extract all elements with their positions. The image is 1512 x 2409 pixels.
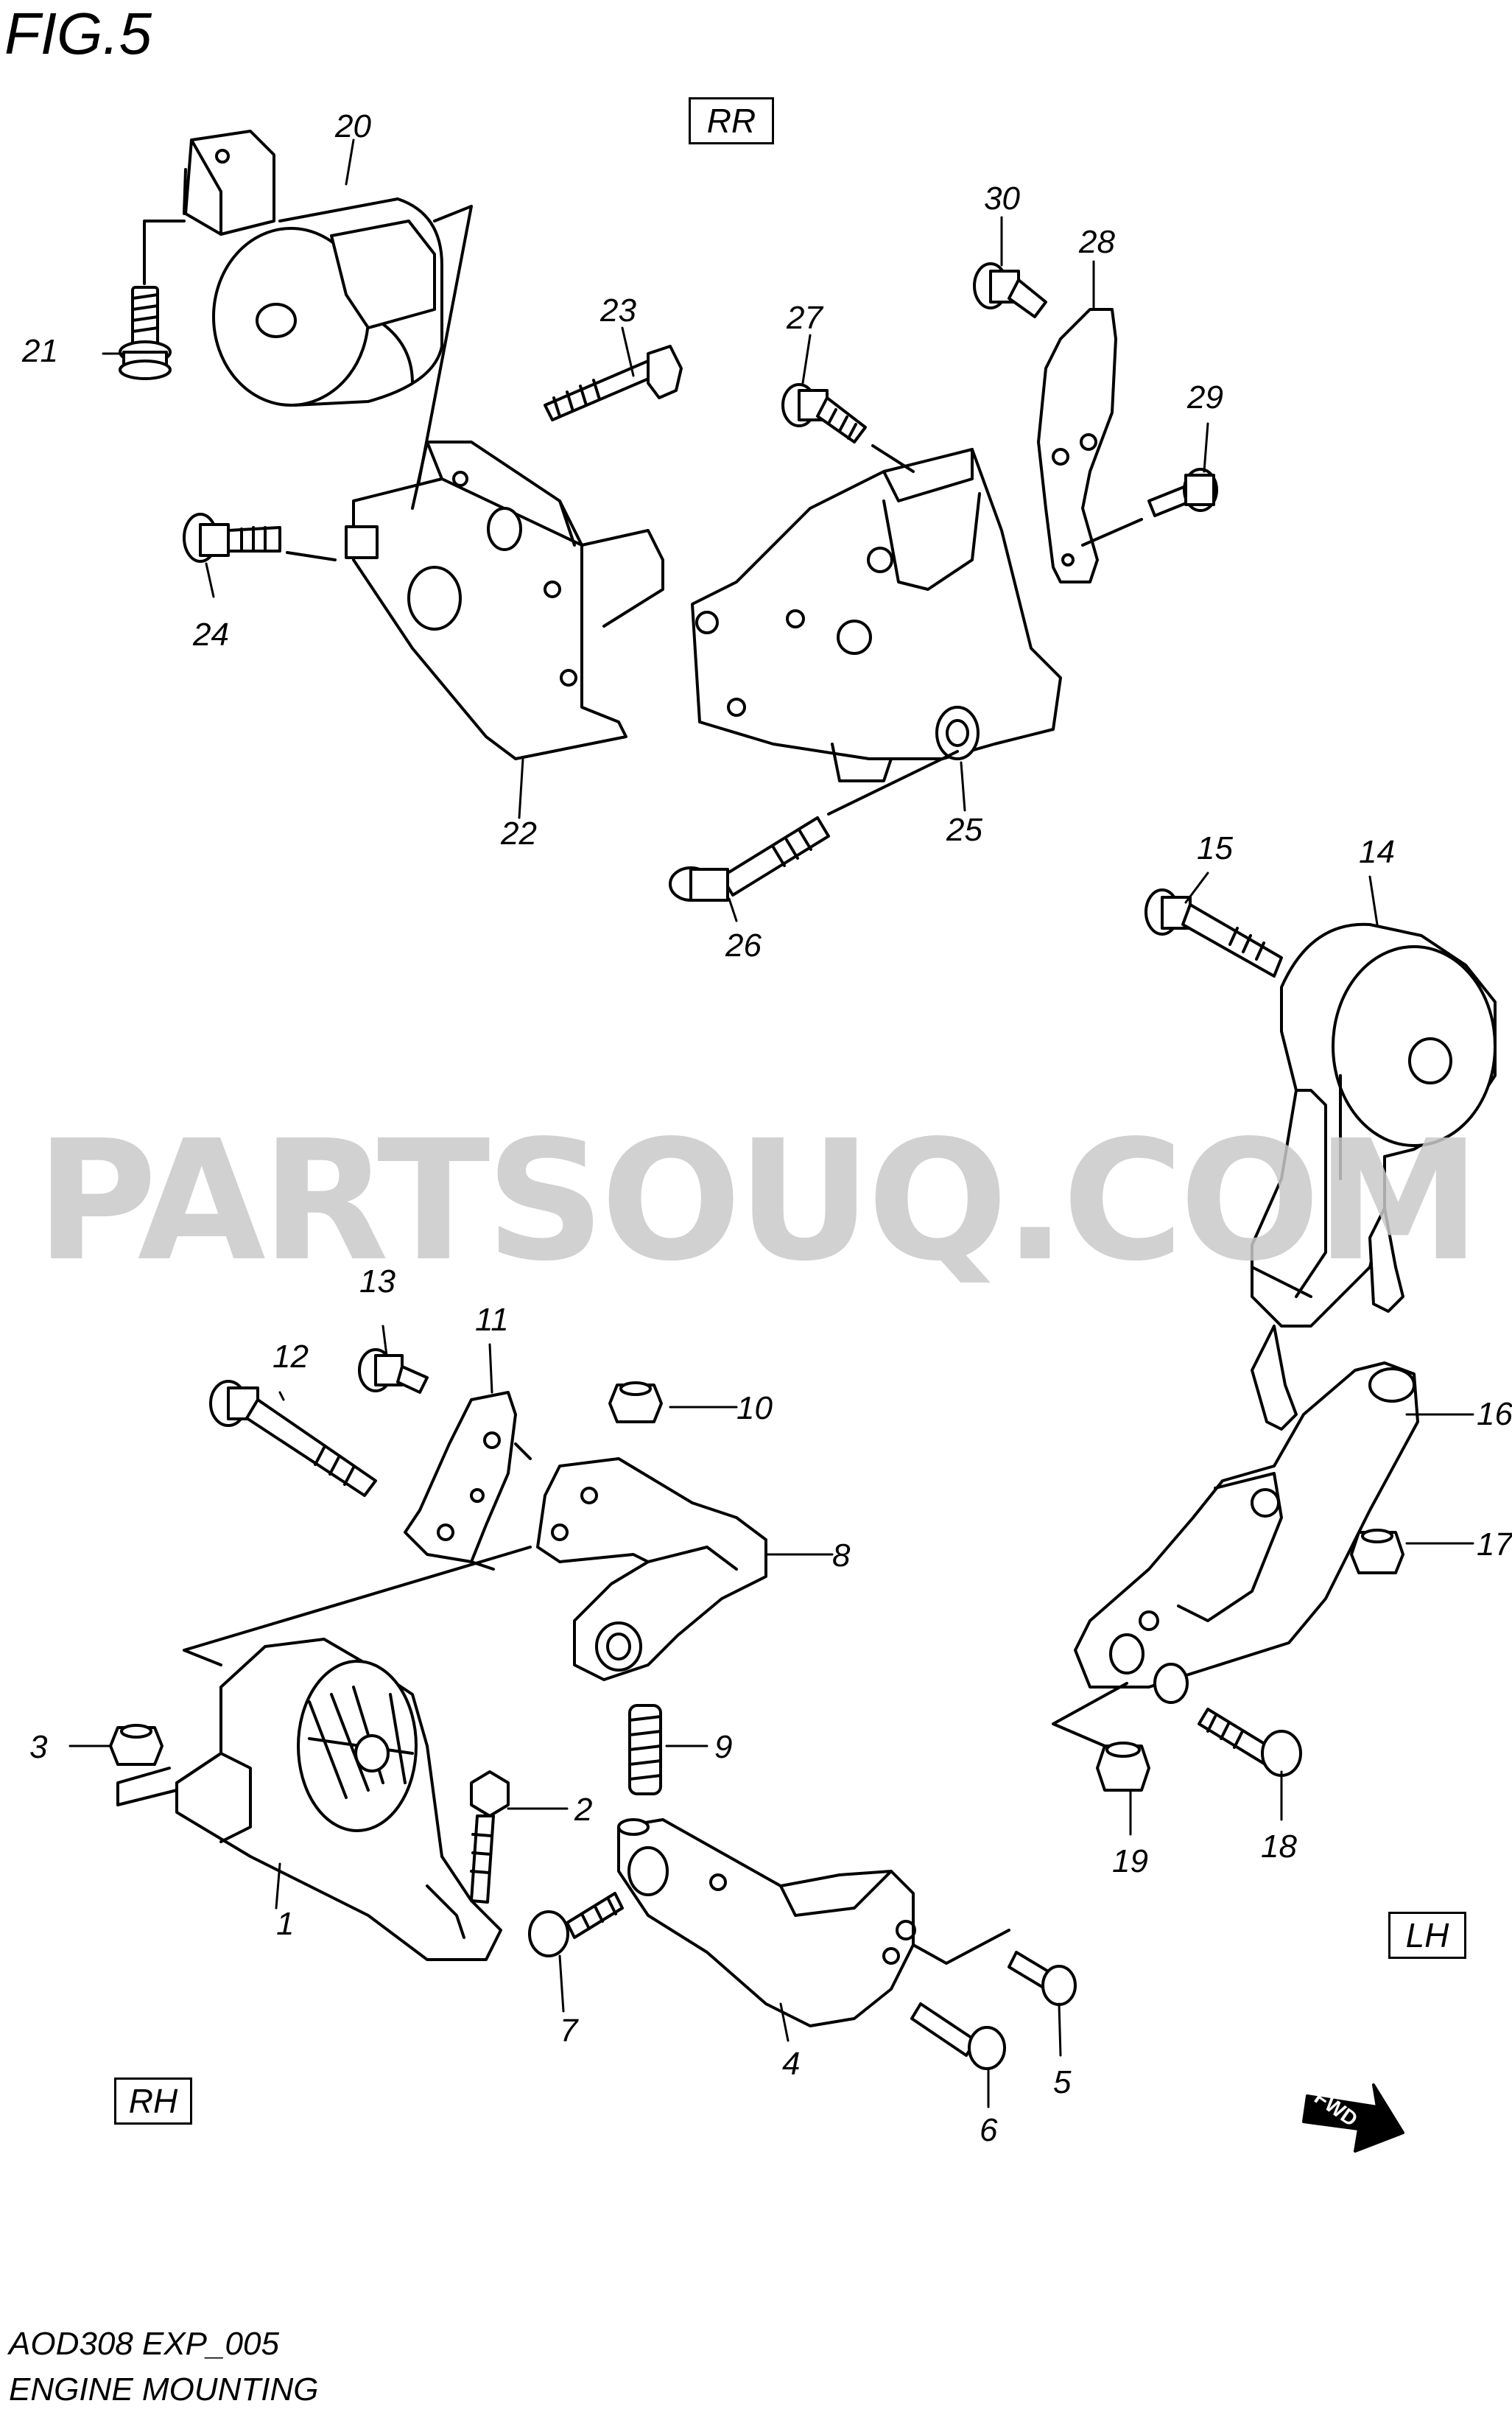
rear-mount-insulator-20[interactable] (183, 130, 443, 407)
callout-27[interactable]: 27 (787, 300, 823, 336)
bracket-11[interactable] (404, 1391, 517, 1563)
bolt-15[interactable] (1144, 888, 1283, 978)
bracket-16[interactable] (1074, 1361, 1419, 1704)
bolt-5[interactable] (1008, 1951, 1077, 2006)
bracket-4[interactable] (617, 1818, 916, 2027)
figure-title: ENGINE MOUNTING (9, 2371, 319, 2408)
section-label-lh: LH (1388, 1912, 1466, 1959)
callout-16[interactable]: 16 (1477, 1396, 1512, 1432)
callout-23[interactable]: 23 (600, 292, 636, 329)
callout-leader-lines (68, 138, 1474, 2108)
callout-9[interactable]: 9 (714, 1729, 733, 1765)
callout-6[interactable]: 6 (980, 2112, 998, 2148)
leader-line-24 (286, 551, 337, 561)
callout-5[interactable]: 5 (1053, 2064, 1072, 2100)
bolt-26[interactable] (669, 816, 830, 902)
engine-mount-14[interactable] (1251, 922, 1497, 1431)
callout-11[interactable]: 11 (475, 1302, 509, 1338)
leader-line-1 (116, 1546, 532, 1806)
bracket-8[interactable] (536, 1457, 767, 1681)
leader-line-29 (1081, 518, 1143, 547)
callout-1[interactable]: 1 (276, 1906, 295, 1942)
leader-line-19 (1052, 1682, 1128, 1747)
bolt-21[interactable] (119, 286, 172, 380)
leader-line-5 (912, 1929, 1010, 1965)
callout-21[interactable]: 21 (22, 333, 58, 369)
figure-code: AOD308 EXP_005 (9, 2326, 279, 2362)
callout-22[interactable]: 22 (501, 816, 537, 852)
bolt-30[interactable] (973, 262, 1047, 318)
callout-18[interactable]: 18 (1261, 1828, 1297, 1865)
leader-line-26 (827, 750, 959, 816)
callout-28[interactable]: 28 (1079, 224, 1115, 260)
bolt-6[interactable] (910, 2002, 1006, 2070)
nut-17[interactable] (1350, 1529, 1404, 1574)
stud-9[interactable] (628, 1704, 662, 1795)
bracket-25[interactable] (691, 448, 1062, 782)
callout-26[interactable]: 26 (725, 928, 762, 964)
bolt-18[interactable] (1198, 1708, 1302, 1777)
callout-24[interactable]: 24 (193, 617, 229, 653)
callout-17[interactable]: 17 (1477, 1526, 1512, 1563)
bolt-7[interactable] (528, 1892, 624, 1957)
callout-15[interactable]: 15 (1197, 830, 1233, 866)
nut-3[interactable] (109, 1724, 163, 1766)
figure-label: FIG.5 (4, 1, 152, 66)
bolt-27[interactable] (781, 383, 867, 443)
callout-4[interactable]: 4 (782, 2046, 801, 2082)
watermark: PARTSOUQ.COM (35, 1105, 1480, 1298)
leader-line-21-to-20 (143, 205, 473, 517)
section-label-rh: RH (114, 2077, 192, 2125)
callout-12[interactable]: 12 (272, 1339, 309, 1375)
bracket-28[interactable] (1037, 308, 1117, 583)
bolt-2[interactable] (470, 1770, 510, 1904)
fwd-arrow (1302, 2083, 1404, 2153)
leader-line-27 (871, 444, 915, 473)
bolt-13[interactable] (358, 1348, 429, 1394)
callout-25[interactable]: 25 (946, 812, 982, 848)
callout-8[interactable]: 8 (832, 1537, 851, 1574)
callout-30[interactable]: 30 (984, 180, 1020, 217)
callout-10[interactable]: 10 (736, 1390, 773, 1426)
nut-19[interactable] (1096, 1742, 1150, 1792)
callout-19[interactable]: 19 (1112, 1843, 1148, 1879)
engine-mount-1[interactable] (175, 1638, 502, 1961)
callout-3[interactable]: 3 (29, 1729, 48, 1765)
section-label-rr: RR (689, 97, 774, 144)
bracket-22[interactable] (345, 441, 664, 760)
callout-20[interactable]: 20 (335, 108, 371, 144)
bolt-23[interactable] (544, 345, 683, 421)
bolt-12[interactable] (209, 1380, 377, 1497)
bolt-29[interactable] (1147, 468, 1218, 517)
callout-14[interactable]: 14 (1359, 834, 1395, 870)
callout-13[interactable]: 13 (359, 1263, 395, 1300)
callout-2[interactable]: 2 (574, 1792, 593, 1828)
callout-29[interactable]: 29 (1187, 379, 1223, 415)
bolt-24[interactable] (183, 513, 281, 563)
leader-line-11 (470, 1442, 532, 1571)
callout-7[interactable]: 7 (560, 2013, 578, 2049)
nut-10[interactable] (608, 1381, 663, 1423)
